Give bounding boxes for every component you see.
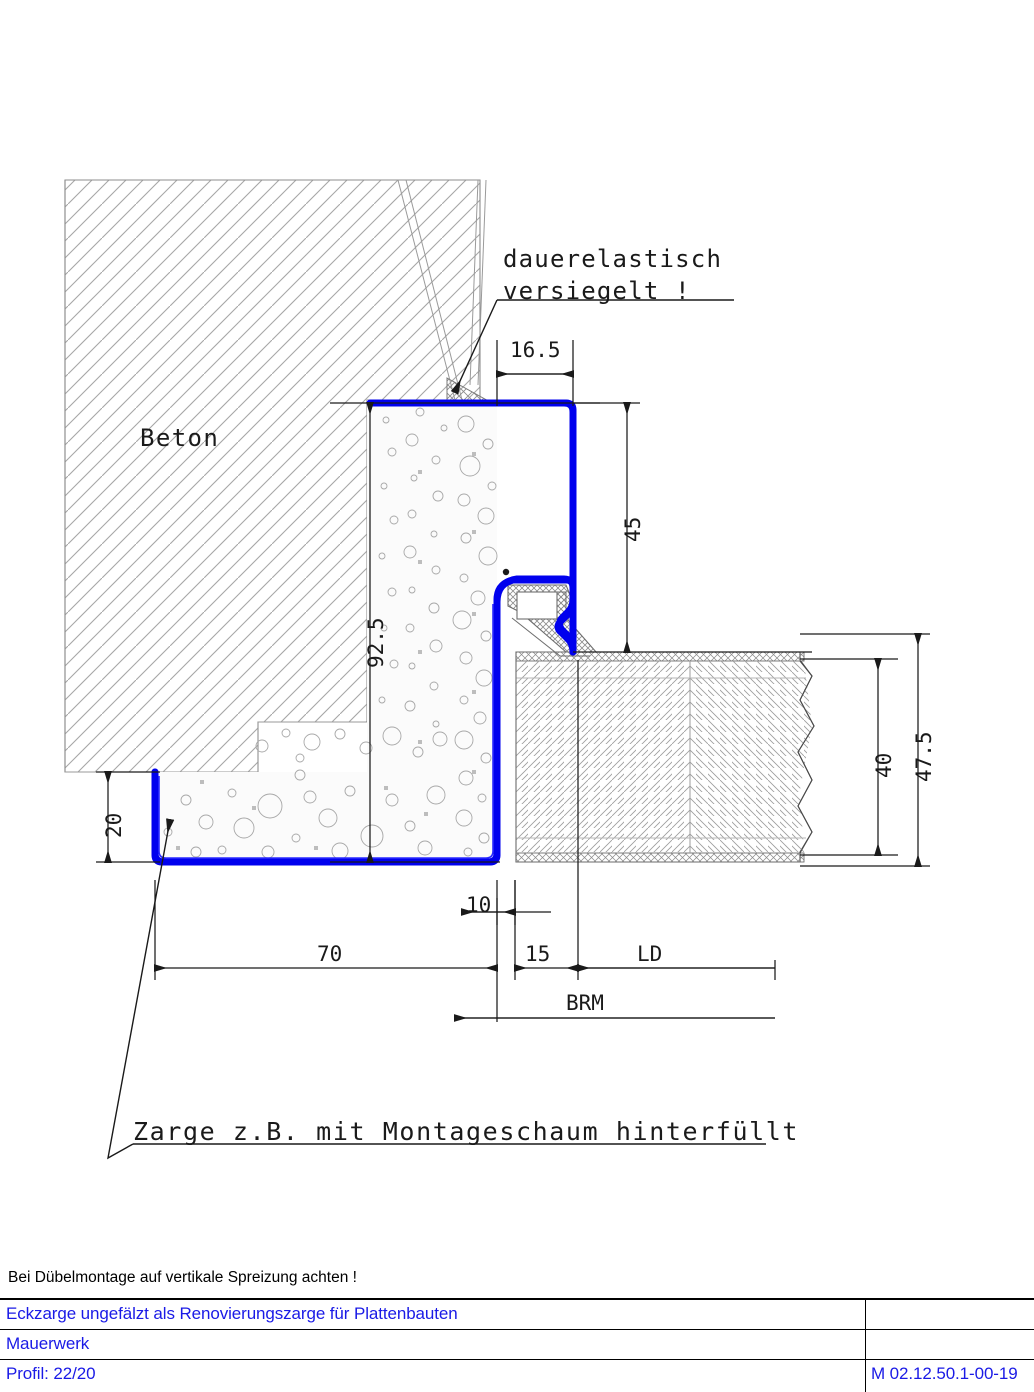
title-block-divider	[865, 1300, 866, 1392]
dim-brm: BRM	[566, 991, 604, 1015]
title-block-row-3: Profil: 22/20 M 02.12.50.1-00-19	[0, 1360, 1034, 1392]
title-block-row-2: Mauerwerk	[0, 1330, 1034, 1360]
old-opening-edge-lines	[397, 179, 487, 401]
dim-15: 15	[525, 942, 551, 966]
title-block-description: Eckzarge ungefälzt als Renovierungszarge…	[6, 1304, 458, 1323]
title-block-wall-type: Mauerwerk	[6, 1334, 90, 1353]
dim-16-5: 16.5	[510, 338, 561, 362]
annotation-material-beton: Beton	[140, 424, 220, 452]
dim-10: 10	[466, 893, 492, 917]
door-leaf	[515, 651, 815, 863]
mounting-foam-fill	[155, 400, 510, 862]
dim-70: 70	[317, 942, 343, 966]
dim-47-5: 47.5	[912, 731, 936, 782]
installation-note: Bei Dübelmontage auf vertikale Spreizung…	[8, 1269, 357, 1286]
title-block-row-1: Eckzarge ungefälzt als Renovierungszarge…	[0, 1300, 1034, 1330]
title-block: Eckzarge ungefälzt als Renovierungszarge…	[0, 1298, 1034, 1392]
dim-92-5: 92.5	[364, 617, 388, 668]
title-block-drawing-number: M 02.12.50.1-00-19	[871, 1364, 1018, 1383]
dim-40: 40	[872, 752, 896, 778]
dim-45: 45	[621, 516, 645, 542]
leader-lines	[107, 299, 766, 1160]
dim-20: 20	[102, 812, 126, 838]
annotation-foam-fill: Zarge z.B. mit Montageschaum hinterfüllt	[133, 1117, 800, 1146]
dim-ld: LD	[637, 942, 663, 966]
dimension-lines	[96, 340, 930, 1022]
title-block-profile: Profil: 22/20	[6, 1364, 96, 1383]
door-gasket-profile	[507, 584, 598, 657]
